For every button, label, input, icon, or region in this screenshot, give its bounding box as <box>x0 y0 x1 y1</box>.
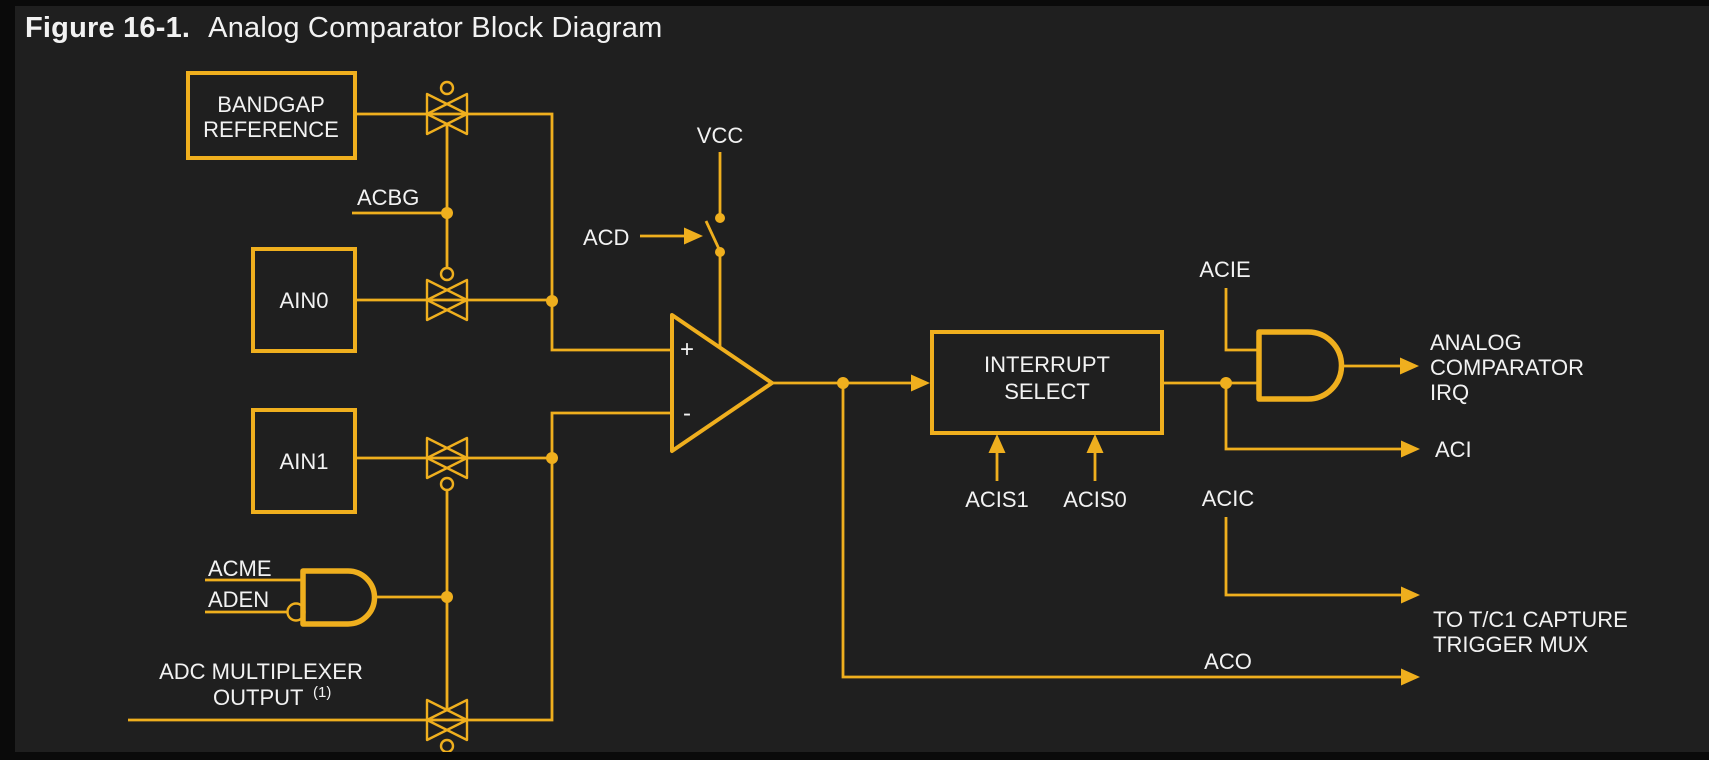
interrupt-select-label-line1: INTERRUPT <box>984 352 1110 377</box>
vcc-label: VCC <box>697 123 744 148</box>
wire-aco <box>841 383 1403 679</box>
ain0-box <box>251 247 357 353</box>
irq-label-line1: ANALOG <box>1430 330 1522 355</box>
acme-aden-and-gate <box>300 568 378 627</box>
ain1-label: AIN1 <box>280 449 329 474</box>
switch-adcmux-circle <box>439 738 455 754</box>
comparator-minus-sign: - <box>683 400 691 427</box>
junctions <box>441 207 1232 603</box>
bandgap-label-line1: BANDGAP <box>217 92 325 117</box>
ain0-label: AIN0 <box>280 288 329 313</box>
acd-switch-blade <box>704 220 721 250</box>
junction-aco <box>837 377 849 389</box>
intsel-in-arrowhead <box>911 374 930 392</box>
acd-label: ACD <box>583 225 629 250</box>
acd-arrowhead <box>684 227 703 245</box>
acis0-label: ACIS0 <box>1063 487 1127 512</box>
page-edge-left <box>0 0 15 760</box>
acis1-arrowhead <box>988 434 1006 453</box>
acbg-label: ACBG <box>357 185 419 210</box>
tc1-label-line2: TRIGGER MUX <box>1433 632 1589 657</box>
figure-title: Analog Comparator Block Diagram <box>208 12 663 44</box>
junction-minus-rail <box>546 452 558 464</box>
acis1-label: ACIS1 <box>965 487 1029 512</box>
wire-acic <box>1224 517 1403 597</box>
acis0-arrowhead <box>1086 434 1104 453</box>
irq-label-line2: COMPARATOR <box>1430 355 1584 380</box>
switch-bandgap-circle <box>439 80 455 96</box>
acie-label: ACIE <box>1199 257 1250 282</box>
figure-caption: Figure 16-1. Analog Comparator Block Diag… <box>25 12 662 45</box>
comparator-triangle <box>670 313 774 453</box>
aci-label: ACI <box>1435 437 1472 462</box>
adc-mux-label-line1: ADC MULTIPLEXER <box>159 659 363 684</box>
wire-aci <box>1224 383 1403 451</box>
acic-arrowhead <box>1401 586 1420 604</box>
acie-and-gate <box>1256 329 1345 402</box>
aco-arrowhead <box>1401 668 1420 686</box>
bandgap-box <box>186 71 357 160</box>
analog-switches <box>425 80 469 754</box>
arrowheads <box>684 227 1420 686</box>
wire-acie <box>1224 288 1258 352</box>
interrupt-select-box <box>930 330 1164 435</box>
acd-switch-contact-bottom <box>715 247 725 257</box>
adc-mux-footnote: (1) <box>313 684 331 701</box>
page-edge-bottom <box>0 752 1709 760</box>
switch-ain1-circle <box>439 476 455 492</box>
aco-label: ACO <box>1204 649 1252 674</box>
junction-aci <box>1220 377 1232 389</box>
page-edge-top <box>0 0 1709 6</box>
bandgap-label-line2: REFERENCE <box>203 117 339 142</box>
irq-label-line3: IRQ <box>1430 380 1469 405</box>
wire-adcmux-to-minus <box>128 411 672 722</box>
aden-label: ADEN <box>208 587 269 612</box>
tc1-label-line1: TO T/C1 CAPTURE <box>1433 607 1628 632</box>
acme-label: ACME <box>208 556 272 581</box>
acic-label: ACIC <box>1202 486 1255 511</box>
junction-mux-control <box>441 591 453 603</box>
wire-bandgap-to-plus <box>355 112 672 352</box>
switch-ain0-circle <box>439 266 455 282</box>
figure-number: Figure 16-1. <box>25 12 191 44</box>
aci-arrowhead <box>1401 440 1420 458</box>
irq-arrowhead <box>1400 357 1419 375</box>
comparator-plus-sign: + <box>680 336 694 363</box>
adc-mux-label-line2: OUTPUT <box>213 685 303 710</box>
wires <box>128 112 1403 722</box>
acd-switch-contact-top <box>715 213 725 223</box>
interrupt-select-label-line2: SELECT <box>1004 379 1090 404</box>
junction-plus-rail <box>546 295 558 307</box>
ain1-box <box>251 408 357 514</box>
labels: BANDGAP REFERENCE AIN0 AIN1 INTERRUPT SE… <box>159 92 1628 710</box>
junction-acbg <box>441 207 453 219</box>
aden-invert-bubble <box>286 602 306 622</box>
